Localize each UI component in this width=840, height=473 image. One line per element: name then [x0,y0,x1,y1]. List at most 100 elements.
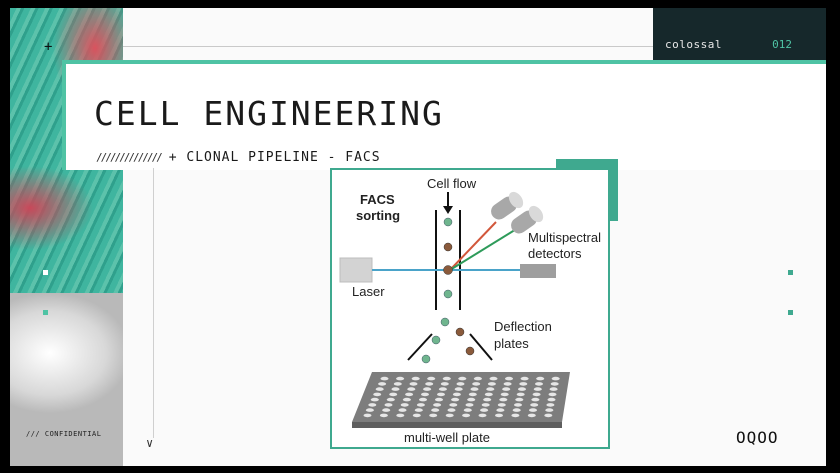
label-laser: Laser [352,284,385,299]
well [463,408,472,412]
page-title: CELL ENGINEERING [94,94,444,133]
beam-red [449,221,497,271]
cell-brown [443,265,453,275]
well [382,408,391,412]
well [511,413,520,418]
well [365,408,374,412]
well [409,382,418,386]
square-marker-icon [43,310,48,315]
well [451,397,460,402]
well [414,408,423,412]
well [458,376,467,381]
well-grid [363,376,560,418]
well [530,403,539,407]
cell-green [421,354,431,364]
well [486,387,495,391]
well [405,392,414,397]
label-multi-well-plate: multi-well plate [404,430,490,445]
label-detectors: detectors [528,246,582,261]
facs-diagram: Cell flow FACS sorting Multispectral det… [330,168,610,449]
hatch-icon: ////////////// [96,151,163,164]
label-deflection: Deflection [494,319,552,334]
art-bottom-grey [10,293,123,466]
brand-name: colossal [665,38,722,51]
cell-green [443,289,453,299]
well [487,382,496,386]
cell-green [443,217,453,227]
slide: + /// CONFIDENTIAL colossal 012 CELL ENG… [10,8,826,466]
well [546,403,555,407]
page-number: 012 [772,38,792,51]
square-marker-icon [43,270,48,275]
detector-cylinder-1 [491,191,524,220]
label-multispectral: Multispectral [528,230,601,245]
well [470,387,479,391]
cell-green [431,335,441,345]
well [468,392,477,397]
label-plates: plates [494,336,529,351]
brand-box: colossal 012 [653,8,826,60]
well [532,392,541,397]
well [496,408,505,412]
well [483,397,492,402]
well [549,387,558,391]
well [529,408,537,412]
well [400,403,409,407]
deflection-plate-left [407,333,433,361]
well [527,413,536,418]
well [384,403,393,407]
well [500,392,509,397]
well [391,387,400,391]
cell-green [440,317,450,327]
cell-brown [455,327,465,337]
header-divider [123,46,653,47]
well [449,403,458,407]
label-facs: FACS [360,192,395,207]
well [467,397,476,402]
chevron-down-icon[interactable]: ∨ [146,436,154,450]
well [442,376,451,381]
title-card: CELL ENGINEERING //////////////+ CLONAL … [62,60,826,170]
well [516,392,525,397]
well [396,376,405,381]
flow-arrow-icon [443,192,453,214]
well [465,403,474,407]
well [386,397,395,402]
well [452,392,461,397]
well [473,376,482,381]
cell-brown [465,346,475,356]
well [505,376,513,381]
well [547,397,556,402]
multi-well-plate [352,372,570,428]
well [445,413,454,418]
well [535,382,543,386]
well [478,413,487,418]
confidential-label: /// CONFIDENTIAL [26,430,102,438]
well [533,387,542,391]
well [402,397,411,402]
well [489,376,498,381]
well [427,376,436,381]
well [412,413,421,418]
well [437,392,445,397]
well [380,376,389,381]
well [495,413,503,418]
well [419,397,427,402]
well [484,392,493,397]
cell-brown [443,242,453,252]
well [454,387,463,391]
well [375,387,384,391]
well [368,403,377,407]
well [396,413,405,418]
well [514,403,522,407]
detector-right [520,264,556,278]
well [373,392,382,397]
well [544,413,553,418]
well [431,408,440,412]
well [389,392,398,397]
well [425,382,434,386]
well [515,397,524,402]
label-cell-flow: Cell flow [427,176,477,191]
page-subtitle: //////////////+ CLONAL PIPELINE - FACS [96,150,381,165]
well [429,413,438,418]
